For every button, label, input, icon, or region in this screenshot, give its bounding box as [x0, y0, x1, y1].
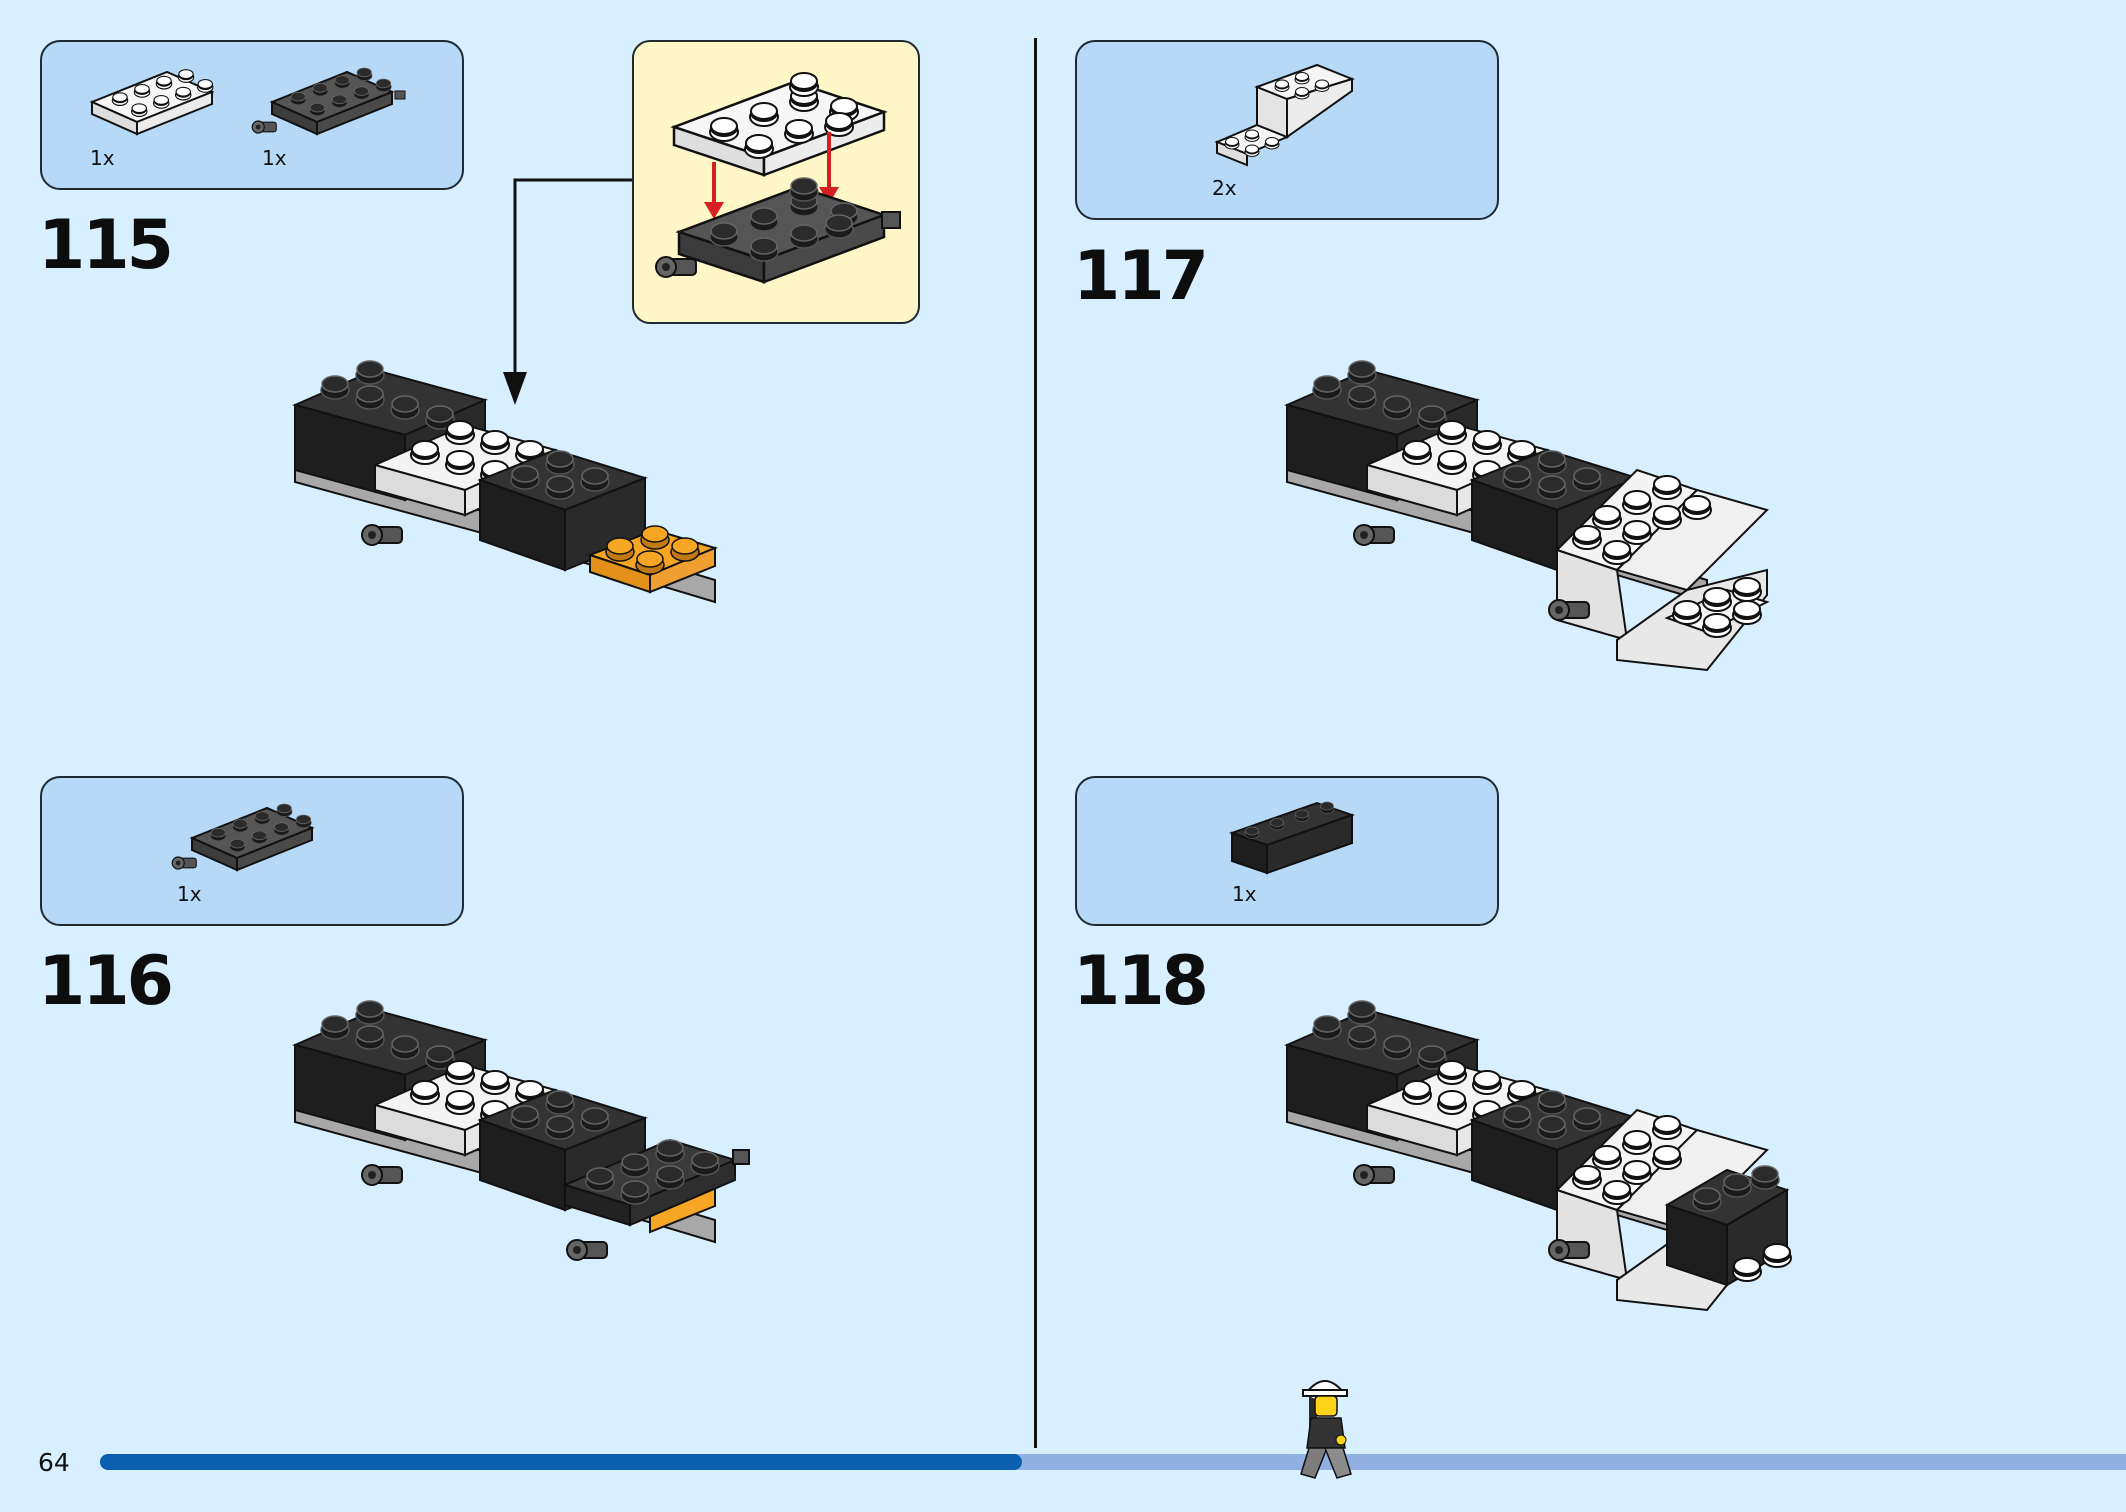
step-117-model: [1287, 370, 1770, 672]
part-qty: 2x: [1212, 176, 1237, 200]
sub-assembly-callout: [632, 40, 920, 324]
minifigure-worker-icon: [1300, 1380, 1352, 1479]
step-number-116: 116: [38, 942, 174, 1021]
white-bracket-icon: [1214, 63, 1356, 167]
parts-box-step-115: 1x 1x: [40, 40, 464, 190]
step-number-115: 115: [38, 206, 174, 285]
part-qty: 1x: [1232, 882, 1257, 906]
part-qty: 1x: [90, 146, 115, 170]
black-brick-1x4-icon: [1228, 801, 1356, 875]
white-plate-2x4-icon: [89, 69, 215, 136]
step-116-model: [295, 1010, 750, 1261]
parts-box-step-116: 1x: [40, 776, 464, 926]
page-divider: [1034, 38, 1037, 1448]
progress-bar-fill: [100, 1454, 1022, 1470]
step-118-model: [1287, 1010, 1792, 1312]
parts-box-step-117: 2x: [1075, 40, 1499, 220]
callout-assembly-illustration: [655, 72, 901, 284]
step-115-model: [295, 370, 718, 630]
step-number-117: 117: [1073, 237, 1209, 316]
dark-grey-pin-plate-icon: [251, 67, 406, 136]
part-qty: 1x: [177, 882, 202, 906]
parts-box-step-118: 1x: [1075, 776, 1499, 926]
red-down-arrow-icon: [704, 132, 839, 219]
part-qty: 1x: [262, 146, 287, 170]
dark-grey-pin-plate-icon: [171, 803, 315, 872]
page-number: 64: [38, 1448, 70, 1477]
step-number-118: 118: [1073, 942, 1209, 1021]
progress-bar: [100, 1454, 2126, 1470]
